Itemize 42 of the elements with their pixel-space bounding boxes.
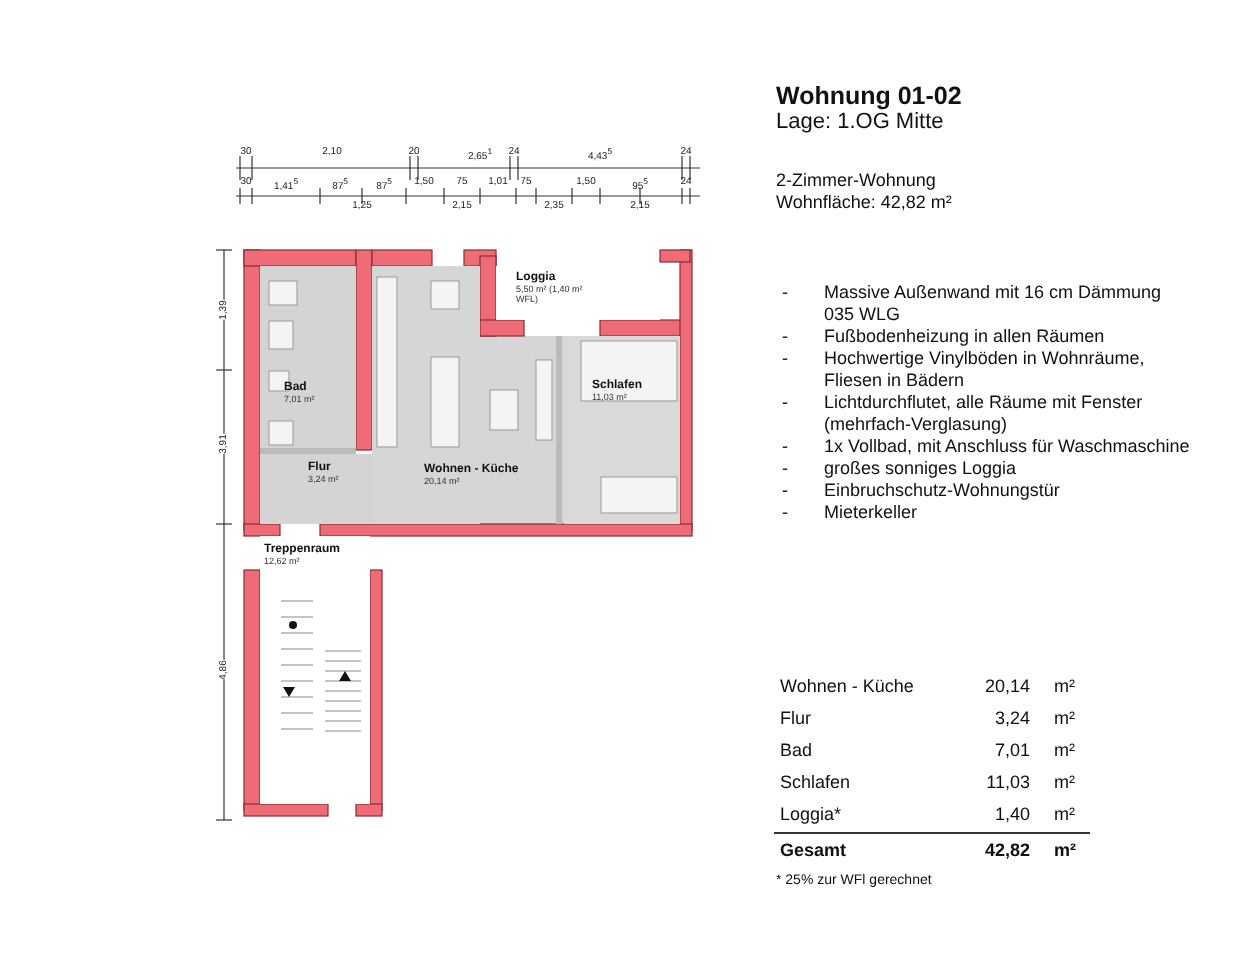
info-text: 2-Zimmer-Wohnung [776,170,936,191]
room-label: Flur [780,708,811,729]
feature-item: Massive Außenwand mit 16 cm Dämmung 035 WLG [824,282,1164,324]
room-label: Loggia* [780,804,842,825]
list-dash: - [782,392,788,413]
area-value: 7,01 [992,740,1030,761]
room-label: Wohnen - Küche [780,676,914,697]
list-dash: - [782,436,788,457]
feature-item: großes sonniges Loggia [824,458,1019,479]
feature-item: Hochwertige Vinylböden in Wohnräume, Fliesen in Bädern [824,348,1147,390]
room-label: Schlafen [780,772,851,793]
room-floor [260,536,370,804]
info-text: Lage: 1.OG Mitte [776,112,944,133]
feature-item: Lichtdurchflutet, alle Räume mit Fenster (mehrfach-Verglasung) [824,392,1145,434]
feature-item: Mieterkeller [824,502,920,523]
unit-label: m² [1054,708,1075,729]
feature-item: Einbruchschutz-Wohnungstür [824,480,1062,501]
unit-label: m² [1054,772,1075,793]
title: Wohnung 01-02 [776,82,962,110]
list-dash: - [782,480,788,501]
feature-item: Fußbodenheizung in allen Räumen [824,326,1107,347]
area-value: 42,82 [982,840,1030,861]
room-floor [260,266,356,448]
unit-label: m² [1054,840,1076,861]
info-text: Wohnfläche: 42,82 m² [776,192,952,213]
room-label: Bad [780,740,813,761]
area-value: 20,14 [982,676,1030,697]
feature-item: 1x Vollbad, mit Anschluss für Waschmaschine [824,436,1192,457]
room-floor [564,336,680,524]
list-dash: - [782,502,788,523]
room-floor [260,454,372,524]
area-value: 1,40 [992,804,1030,825]
list-dash: - [782,458,788,479]
area-value: 11,03 [984,772,1030,793]
list-dash: - [782,326,788,347]
list-dash: - [782,348,788,369]
area-value: 3,24 [992,708,1030,729]
room-label: Gesamt [780,840,847,861]
unit-label: m² [1054,740,1075,761]
unit-label: m² [1054,804,1075,825]
list-dash: - [782,282,788,303]
unit-label: m² [1054,676,1075,697]
